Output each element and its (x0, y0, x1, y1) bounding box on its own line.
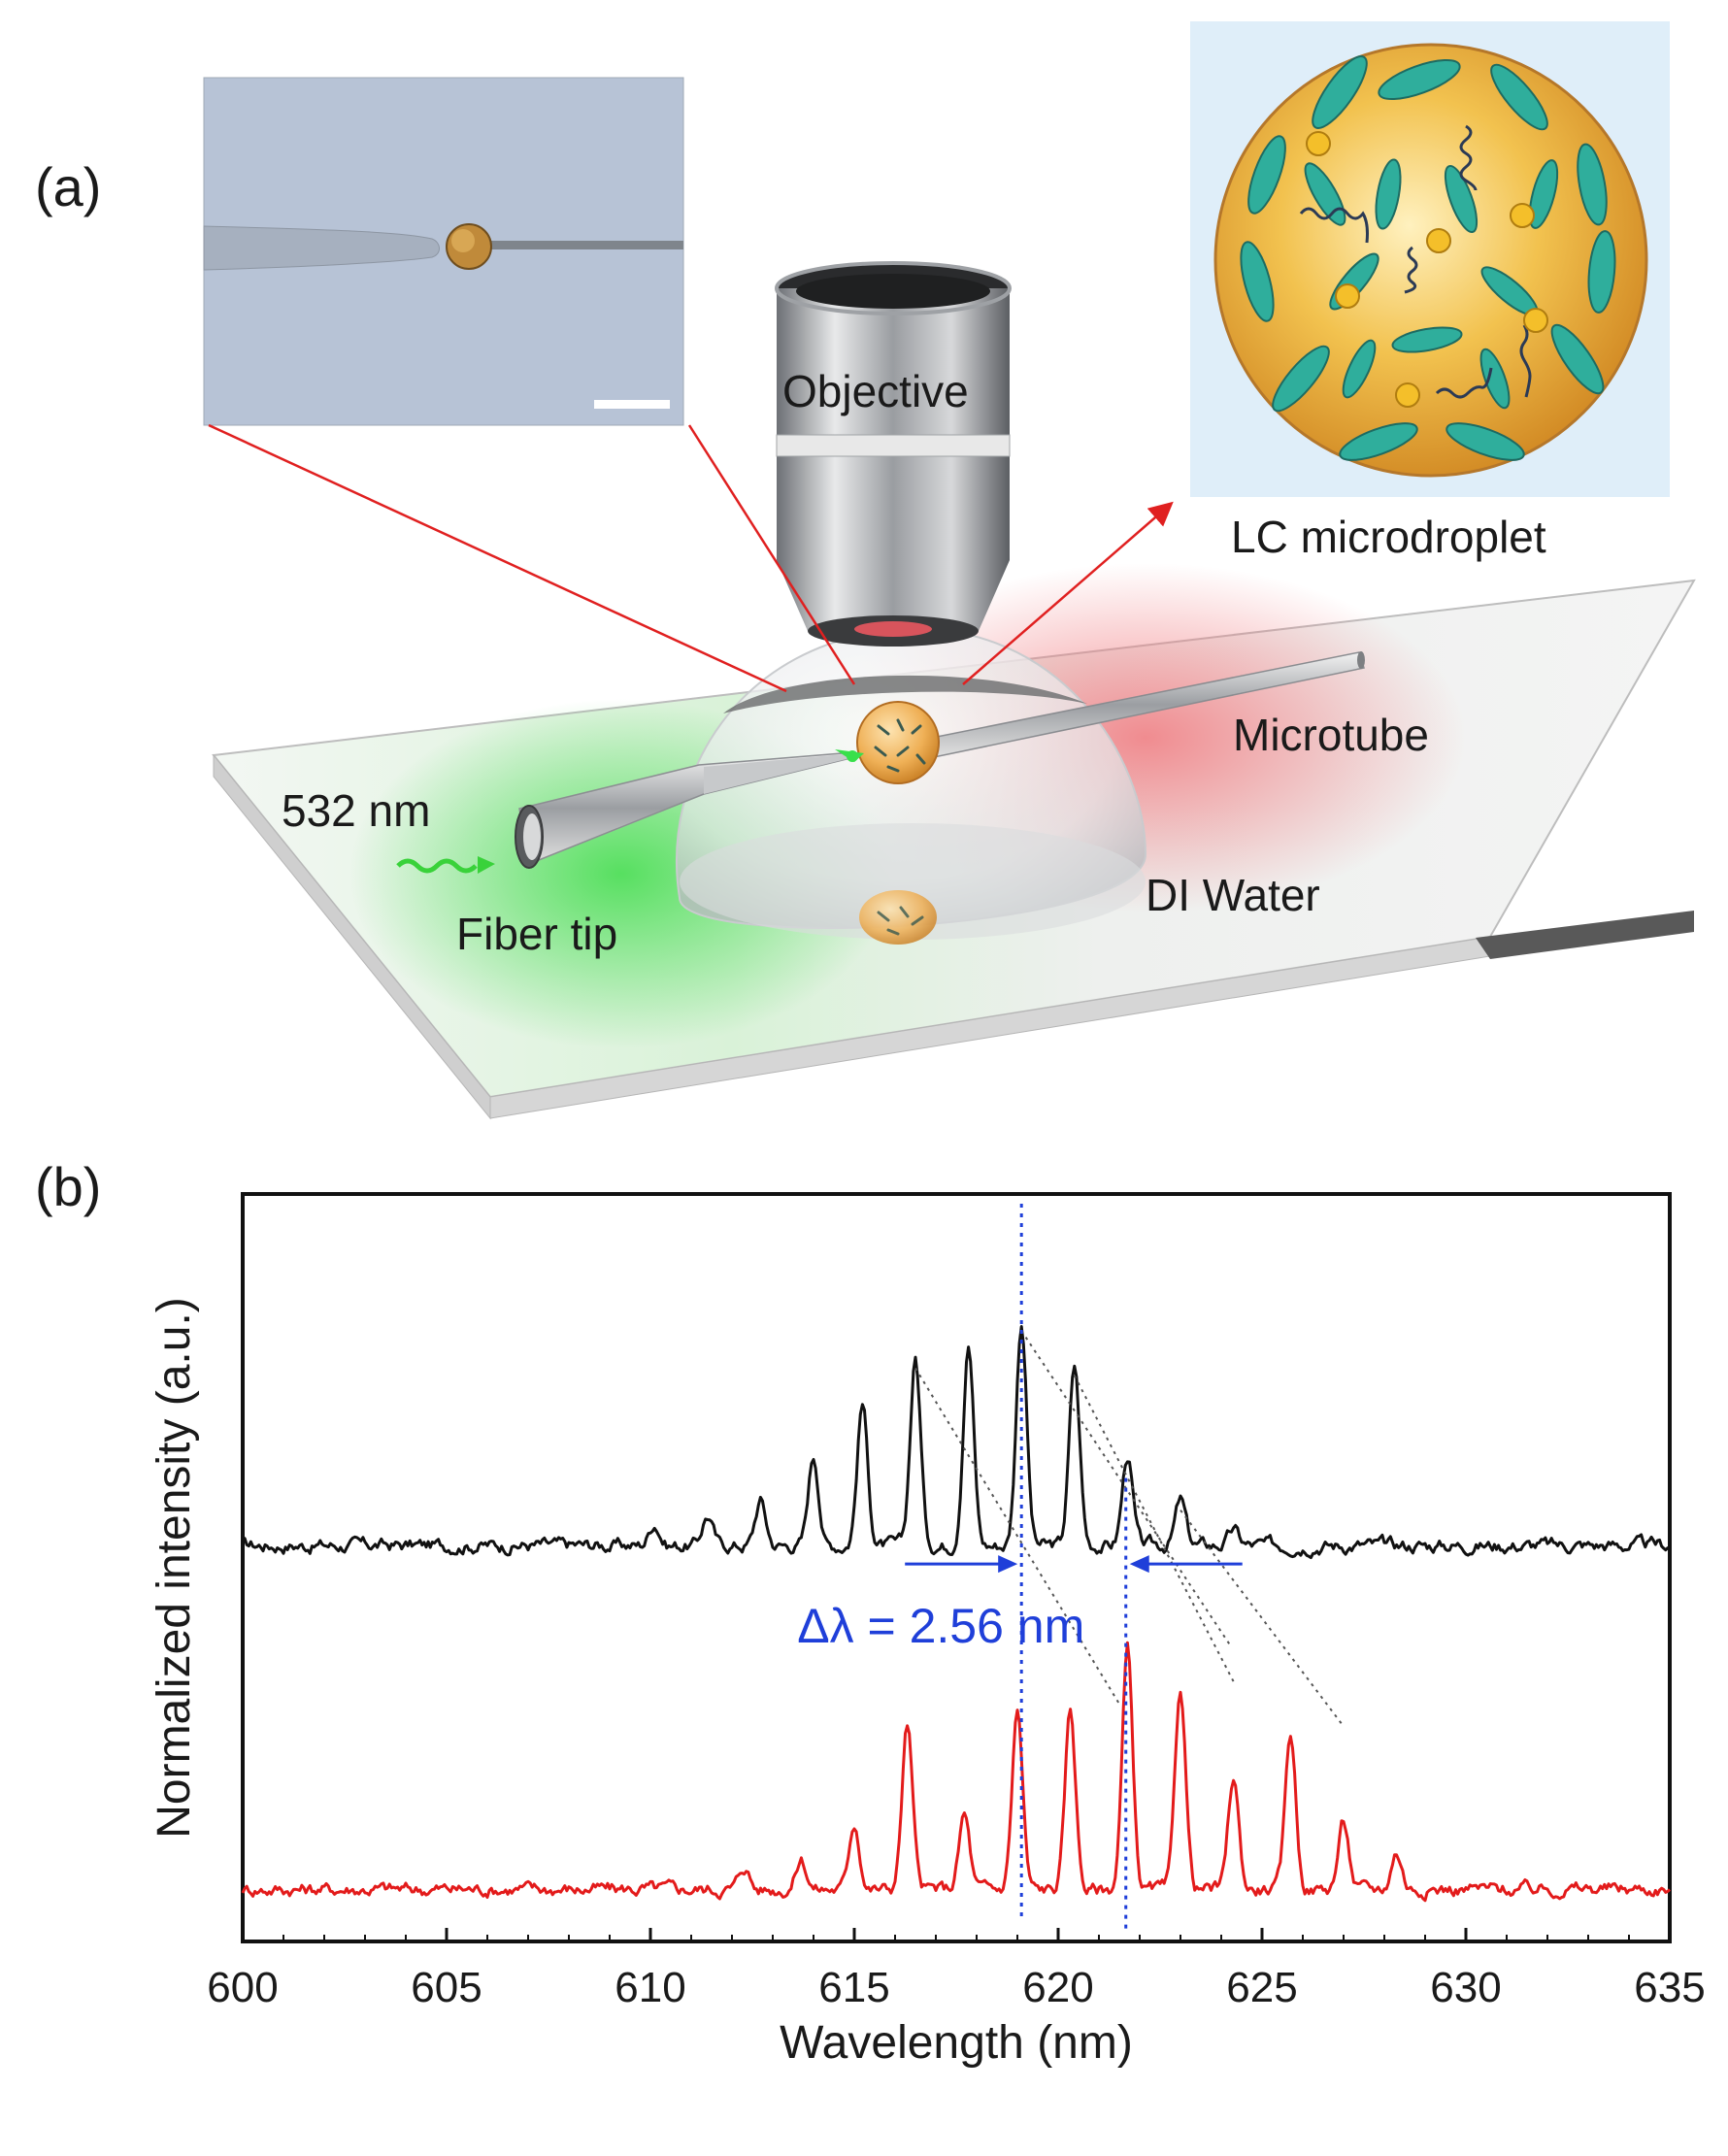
micrograph-inset (203, 77, 684, 426)
shift-arrowhead-left (998, 1555, 1018, 1574)
delta-lambda-annotation: Δλ = 2.56 nm (797, 1599, 1084, 1653)
lc-droplet-sample (856, 701, 940, 945)
x-tick-label: 605 (411, 1964, 482, 2011)
x-tick-label: 630 (1430, 1964, 1501, 2011)
objective-label: Objective (782, 366, 969, 416)
peak-shift-guide (1020, 1330, 1231, 1645)
fiber-tip-label: Fiber tip (456, 909, 618, 959)
fiber-tip (515, 749, 864, 869)
microtube-label: Microtube (1233, 710, 1429, 760)
setup-illustration (203, 21, 1696, 1120)
peak-shift-guide (1180, 1509, 1345, 1728)
excitation-arrow (396, 856, 495, 874)
x-tick-label: 620 (1022, 1964, 1093, 2011)
y-axis-label: Normalized intensity (a.u.) (149, 1297, 200, 1839)
lc-microdroplet-label: LC microdroplet (1231, 512, 1546, 562)
lc-microdroplet-schematic (1190, 21, 1670, 497)
shift-arrowhead-right (1129, 1555, 1149, 1574)
x-tick-label: 600 (207, 1964, 278, 2011)
objective-lens (775, 261, 1012, 647)
pointer-lines (208, 423, 1174, 693)
plot-frame (241, 1192, 1672, 1943)
x-tick-label: 635 (1634, 1964, 1705, 2011)
panel-a-label: (a) (35, 156, 102, 217)
x-axis-label: Wavelength (nm) (780, 2017, 1133, 2069)
peak-shift-guide (1073, 1375, 1235, 1682)
spectrum-line-1 (241, 1325, 1671, 1560)
panel-b-label: (b) (35, 1156, 102, 1217)
x-tick-label: 610 (615, 1964, 685, 2011)
di-water-label: DI Water (1146, 870, 1320, 920)
peak-shift-guide (914, 1367, 1120, 1705)
spectrum-line-2 (241, 1641, 1672, 1903)
x-tick-label: 625 (1226, 1964, 1297, 2011)
wavelength-label: 532 nm (282, 785, 431, 836)
x-tick-label: 615 (818, 1964, 889, 2011)
